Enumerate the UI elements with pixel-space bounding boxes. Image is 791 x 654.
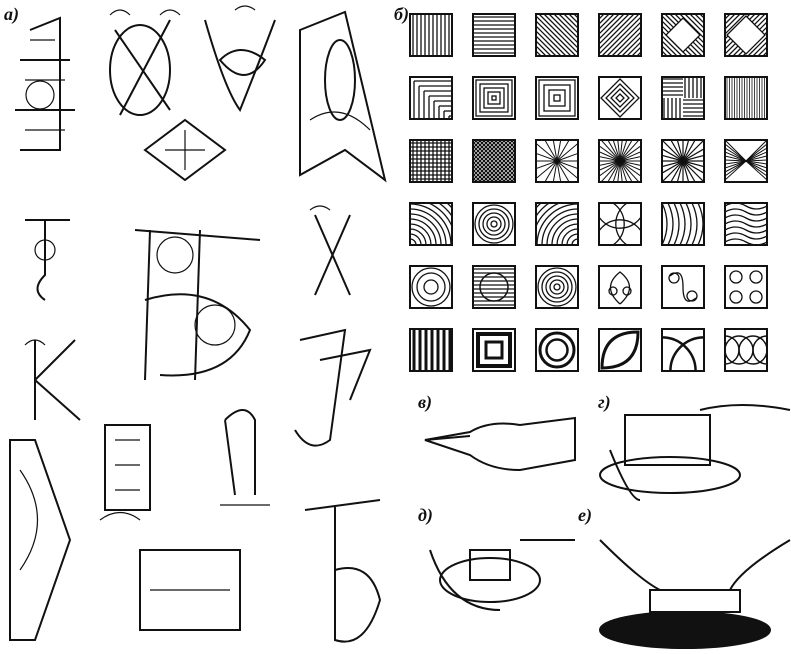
hands-holding-ring	[429, 539, 575, 611]
pattern-spiral-in-circle	[409, 265, 453, 309]
pattern-vesica-grid	[598, 202, 642, 246]
pattern-diamond-square	[661, 13, 705, 57]
pattern-starburst	[598, 139, 642, 183]
ornament-letter-16	[99, 511, 141, 521]
pattern-diagonal-rev-lines	[598, 13, 642, 57]
label-a: а)	[4, 4, 19, 24]
pattern-cross-swirls	[724, 265, 768, 309]
pattern-arc-lens	[661, 328, 705, 372]
pattern-spiral	[535, 265, 579, 309]
label-d: д)	[418, 505, 433, 525]
ornament-letter-6	[25, 219, 70, 301]
pattern-basket-weave	[661, 76, 705, 120]
ornament-letter-12	[104, 424, 151, 511]
pattern-vesica-vertical	[724, 328, 768, 372]
ornament-letter-14	[139, 549, 241, 631]
ornament-letter-8	[309, 205, 351, 296]
ornament-letter-13	[220, 409, 270, 506]
pattern-quarter-arcs	[409, 202, 453, 246]
pattern-circle-lines	[472, 265, 516, 309]
pattern-fan-sides	[724, 139, 768, 183]
pattern-vertical-fine	[724, 76, 768, 120]
ornament-letter-10	[294, 328, 372, 447]
pattern-grid-hatch	[409, 139, 453, 183]
label-b: б)	[394, 4, 409, 24]
ornament-letter-15	[304, 499, 382, 643]
ornament-letter-7	[134, 229, 261, 381]
pattern-thick-circles	[535, 328, 579, 372]
pattern-concentric-circles	[472, 202, 516, 246]
hand-holding-graver	[424, 416, 576, 472]
pattern-cross-diagonal	[472, 139, 516, 183]
pattern-heart-swirls	[598, 265, 642, 309]
label-v: в)	[418, 392, 433, 412]
ornament-letter-9	[24, 339, 81, 421]
hands-on-cushion	[599, 539, 791, 649]
label-g: г)	[598, 392, 611, 412]
ornament-letter-4	[299, 10, 387, 183]
pattern-lens	[598, 328, 642, 372]
pattern-concentric-squares	[472, 76, 516, 120]
pattern-s-swirls	[661, 265, 705, 309]
hand-engraving-block	[599, 404, 791, 501]
pattern-nested-diamonds	[598, 76, 642, 120]
pattern-corner-l	[409, 76, 453, 120]
pattern-wavy-diagonal	[661, 202, 705, 246]
label-e: е)	[578, 505, 592, 525]
pattern-starburst-x	[661, 139, 705, 183]
ornament-letter-1	[15, 16, 75, 151]
pattern-vertical-lines	[409, 13, 453, 57]
pattern-arc-fan	[535, 202, 579, 246]
pattern-thick-vertical	[409, 328, 453, 372]
pattern-horizontal-lines	[472, 13, 516, 57]
ornament-letter-3	[204, 5, 276, 113]
ornament-letter-11	[9, 439, 72, 641]
ornament-letter-5	[143, 118, 227, 182]
pattern-thick-frame	[472, 328, 516, 372]
pattern-square-spiral	[535, 76, 579, 120]
pattern-wavy-horizontal	[724, 202, 768, 246]
pattern-fan-corners	[535, 139, 579, 183]
pattern-diamond-inset	[724, 13, 768, 57]
ornament-letter-2	[109, 9, 181, 116]
pattern-diagonal-lines	[535, 13, 579, 57]
